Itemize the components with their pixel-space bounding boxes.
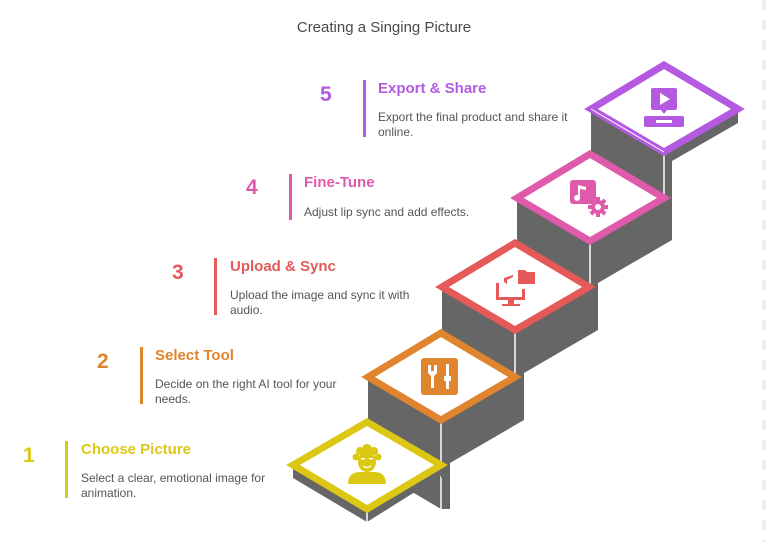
step-3-number: 3 [172, 261, 184, 284]
step-1-heading: Choose Picture [81, 441, 192, 458]
step-1-description: Select a clear, emotional image for anim… [81, 471, 266, 500]
step-5-number: 5 [320, 83, 332, 106]
step-4-heading: Fine-Tune [304, 174, 375, 191]
diagram-title: Creating a Singing Picture [296, 19, 472, 36]
step-3-divider [214, 258, 217, 315]
tools-icon [421, 358, 458, 395]
step-2-heading: Select Tool [155, 347, 234, 364]
person-icon [348, 444, 386, 484]
step-5-divider [363, 80, 366, 137]
step-2-description: Decide on the right AI tool for your nee… [155, 377, 337, 406]
step-3-description: Upload the image and sync it with audio. [230, 288, 410, 317]
step-2-divider [140, 347, 143, 404]
step-5-heading: Export & Share [378, 80, 487, 97]
step-5-description: Export the final product and share it on… [378, 110, 568, 139]
step-3-heading: Upload & Sync [230, 258, 336, 275]
step-1-number: 1 [23, 444, 35, 467]
music-settings-icon [570, 180, 608, 217]
step-2-number: 2 [97, 350, 109, 373]
right-edge-guide [762, 0, 766, 542]
step-4-number: 4 [246, 176, 258, 199]
step-1-divider [65, 441, 68, 498]
upload-computer-icon [496, 270, 535, 306]
step-4-divider [289, 174, 292, 220]
step-4-description: Adjust lip sync and add effects. [304, 205, 470, 219]
video-export-icon [644, 88, 684, 127]
